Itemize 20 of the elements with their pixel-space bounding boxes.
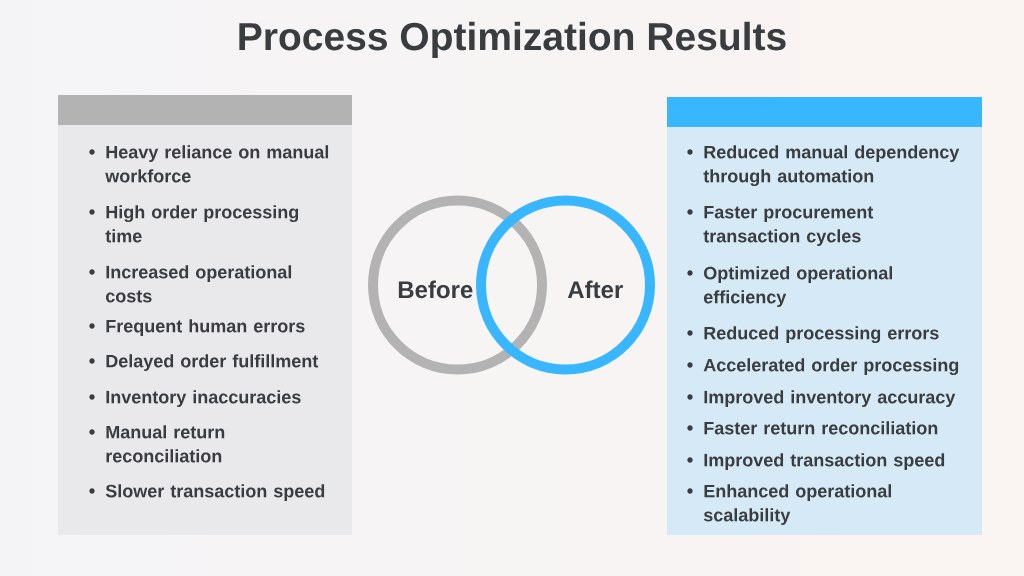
list-item: Inventory inaccuracies — [106, 390, 301, 407]
circle-label: After — [567, 280, 623, 299]
list-item: Reduced manual dependency through automation — [703, 145, 960, 187]
list-item: Improved inventory accuracy — [704, 390, 956, 407]
circle-label: Before — [398, 280, 473, 299]
list-item: Enhanced operational scalability — [703, 484, 892, 525]
list-item: Accelerated order processing — [703, 358, 959, 376]
list-item: Heavy reliance on manual workforce — [105, 145, 329, 183]
list-item: Faster procurement transaction cycles — [703, 205, 874, 246]
list-item: Faster return reconciliation — [704, 421, 938, 435]
list-item: Frequent human errors — [106, 319, 305, 336]
list-item: Increased operational costs — [106, 265, 292, 303]
list-item: Delayed order fulfillment — [106, 354, 319, 371]
list-item: Improved transaction speed — [704, 453, 945, 470]
list-item: Manual return reconciliation — [106, 425, 225, 463]
title: Process Optimization Results — [239, 21, 786, 59]
list-item: Slower transaction speed — [105, 484, 325, 501]
list-item: Optimized operational efficiency — [704, 266, 892, 307]
list-item: High order processing time — [105, 205, 299, 243]
list-item: Reduced processing errors — [704, 326, 939, 344]
